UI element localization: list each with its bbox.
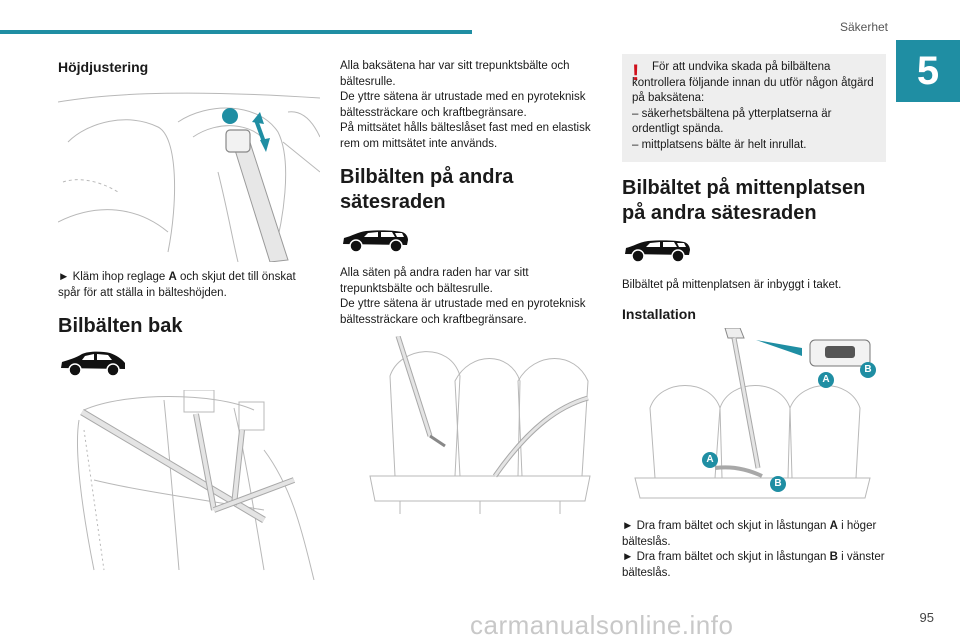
heading-center-seatbelt: Bilbältet på mittenplatsen på andra säte…	[622, 177, 866, 224]
label-a-tongue: A	[822, 374, 830, 385]
heading-installation: Installation	[622, 306, 696, 322]
warning-item: – säkerhetsbältena på ytterplatserna är …	[632, 107, 832, 136]
installation-step-2: ► Dra fram bältet och skjut in låstungan…	[622, 551, 885, 579]
height-adjustment-illustration	[58, 92, 320, 262]
label-a-buckle: A	[706, 454, 714, 465]
car-silhouette-icon	[625, 240, 690, 263]
section-title: Säkerhet	[839, 20, 888, 34]
heading-height-adjustment: Höjdjustering	[58, 59, 149, 75]
heading-second-row-seatbelts: Bilbälten på andra sätesraden	[340, 166, 514, 213]
heading-rear-seatbelts: Bilbälten bak	[58, 315, 183, 337]
center-seatbelt-description: Bilbältet på mittenplatsen är inbyggt i …	[622, 279, 842, 291]
installation-illustration	[634, 328, 876, 499]
page-number: 95	[919, 610, 934, 625]
rear-seats-illustration	[77, 390, 315, 580]
chapter-number: 5	[896, 40, 960, 102]
car-silhouette-icon	[61, 351, 125, 377]
illustration-label-a: A	[170, 110, 178, 121]
second-row-description: Alla säten på andra raden har var sitt t…	[340, 267, 586, 326]
header-accent-bar	[0, 30, 472, 34]
rear-seatbelt-description: Alla baksätena har var sitt trepunktsbäl…	[340, 60, 591, 150]
installation-step-1: ► Dra fram bältet och skjut in låstungan…	[622, 520, 877, 548]
height-instruction: ► Kläm ihop reglage A och skjut det till…	[58, 271, 296, 299]
warning-box: ! För att undvika skada på bilbältena ko…	[622, 54, 886, 162]
warning-text: För att undvika skada på bilbältena kont…	[632, 61, 874, 104]
warning-item: – mittplatsens bälte är helt inrullat.	[632, 138, 807, 151]
car-silhouette-icon	[343, 230, 408, 253]
second-row-seats-illustration	[369, 336, 591, 514]
warning-icon: !	[632, 60, 640, 85]
label-b-buckle: B	[774, 478, 782, 489]
label-b-tongue: B	[864, 364, 872, 375]
watermark: carmanualsonline.info	[470, 610, 734, 640]
